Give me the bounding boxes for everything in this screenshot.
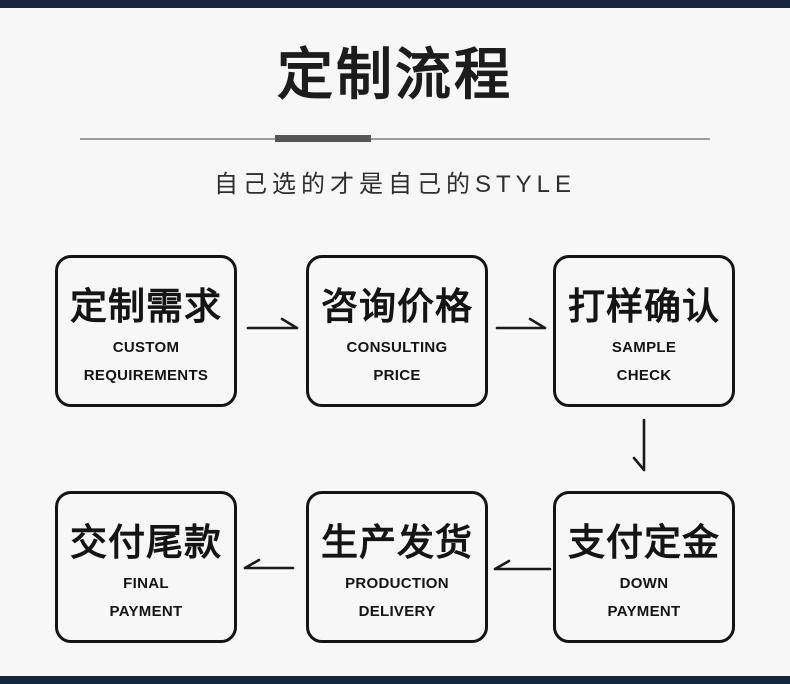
- step-label-en: CONSULTING: [346, 339, 448, 356]
- step-label-zh: 交付尾款: [70, 522, 222, 563]
- arrow-left-icon: [243, 558, 295, 570]
- step-label-zh: 咨询价格: [321, 286, 473, 327]
- step-label-en: SAMPLE: [611, 339, 677, 356]
- step-label-en: DELIVERY: [358, 603, 436, 620]
- bottom-accent-bar: [0, 676, 790, 684]
- step-box-custom-requirements: 定制需求 CUSTOM REQUIREMENTS: [55, 255, 237, 407]
- step-box-sample-check: 打样确认 SAMPLE CHECK: [553, 255, 735, 407]
- step-label-en: PAYMENT: [607, 603, 681, 620]
- step-label-en: DOWN: [619, 575, 669, 592]
- step-label-en: PAYMENT: [109, 603, 183, 620]
- step-box-production-delivery: 生产发货 PRODUCTION DELIVERY: [306, 491, 488, 643]
- title-divider: [80, 135, 710, 142]
- page-subtitle: 自己选的才是自己的STYLE: [213, 171, 577, 198]
- step-box-down-payment: 支付定金 DOWN PAYMENT: [553, 491, 735, 643]
- step-label-en: PRICE: [373, 367, 421, 384]
- step-label-zh: 支付定金: [568, 522, 720, 563]
- divider-thick-segment: [275, 135, 371, 142]
- step-label-en: FINAL: [123, 575, 169, 592]
- page-title: 定制流程: [277, 43, 513, 106]
- arrow-right-icon: [246, 317, 299, 330]
- step-label-zh: 定制需求: [70, 286, 222, 327]
- step-label-en: CUSTOM: [112, 339, 180, 356]
- step-label-en: CHECK: [616, 367, 672, 384]
- step-label-zh: 生产发货: [321, 522, 473, 563]
- divider-thin-line: [80, 138, 710, 140]
- step-label-en: PRODUCTION: [345, 575, 449, 592]
- step-label-zh: 打样确认: [568, 286, 720, 327]
- step-box-final-payment: 交付尾款 FINAL PAYMENT: [55, 491, 237, 643]
- arrow-right-icon: [495, 317, 547, 330]
- arrow-down-icon: [632, 418, 646, 472]
- step-label-en: REQUIREMENTS: [83, 367, 209, 384]
- top-accent-bar: [0, 0, 790, 8]
- step-box-consulting-price: 咨询价格 CONSULTING PRICE: [306, 255, 488, 407]
- arrow-left-icon: [493, 559, 552, 571]
